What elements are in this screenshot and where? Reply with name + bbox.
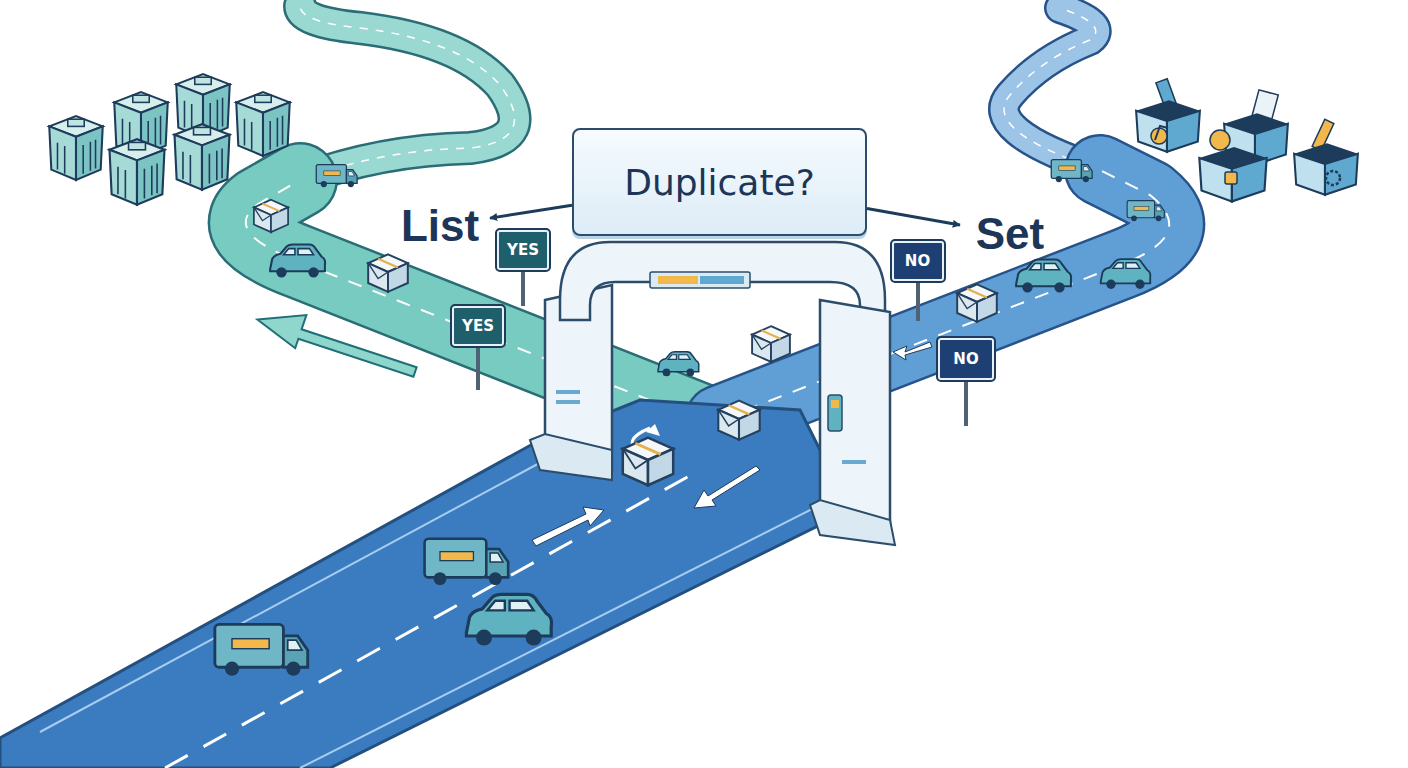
set-road-title: Set	[960, 204, 1060, 264]
road-sign: NO	[938, 338, 994, 380]
flow-connector	[490, 205, 572, 218]
sign-text: YES	[507, 241, 539, 259]
sign-post	[964, 380, 968, 426]
sign-text: YES	[462, 317, 494, 335]
road-sign: YES	[452, 306, 504, 346]
road-sign: NO	[892, 241, 944, 281]
sign-post	[521, 270, 525, 306]
decision-sign: Duplicate?	[572, 128, 867, 236]
road-sign: YES	[497, 230, 549, 270]
list-road-title: List	[390, 196, 490, 256]
node-title: Set	[976, 209, 1044, 259]
sign-text: NO	[905, 252, 930, 270]
node-title: Duplicate?	[624, 162, 815, 203]
sign-text: NO	[953, 350, 978, 368]
node-title: List	[401, 201, 479, 251]
sign-post	[916, 281, 920, 321]
sign-post	[476, 346, 480, 390]
flow-connector	[867, 208, 960, 225]
